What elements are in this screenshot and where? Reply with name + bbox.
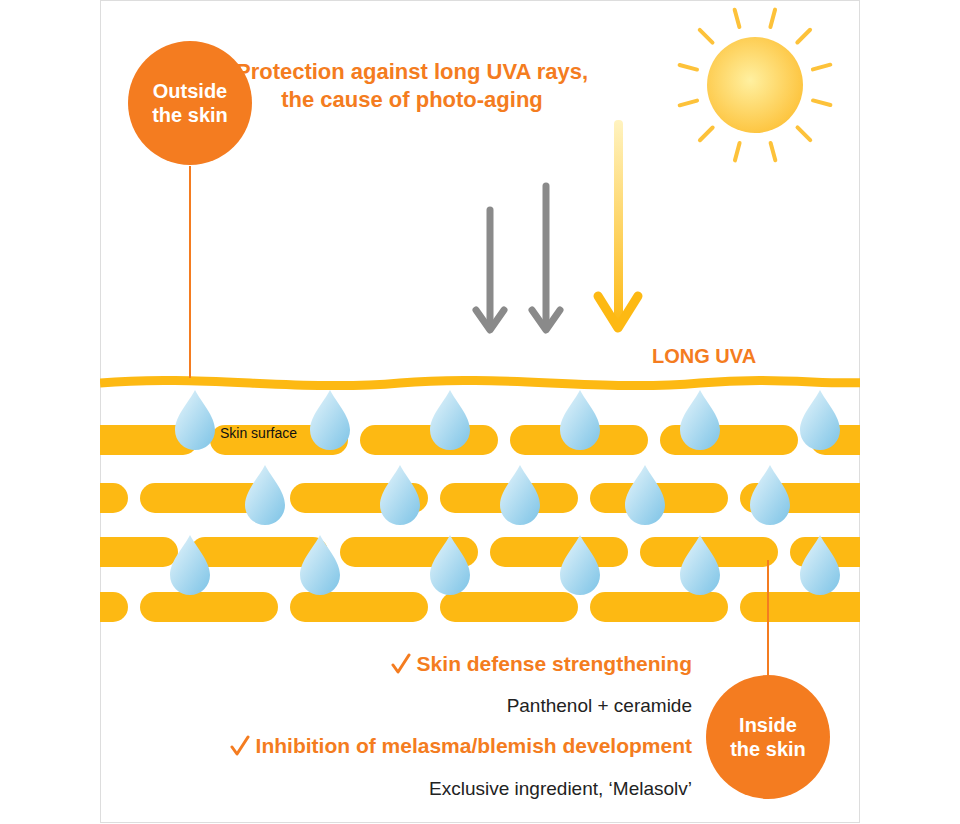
- surface-label: Skin surface: [220, 425, 960, 443]
- benefit-row: Inhibition of melasma/blemish developmen…: [230, 733, 692, 759]
- benefit-row: Skin defense strengthening: [391, 651, 692, 677]
- callout-circle: Inside the skin: [706, 675, 830, 799]
- ray-label: LONG UVA: [652, 344, 960, 369]
- benefit-heading: Skin defense strengthening: [417, 651, 692, 677]
- check-mark: [230, 735, 250, 757]
- skin-layers: [100, 380, 860, 622]
- callout-circle: Outside the skin: [128, 41, 252, 165]
- benefit-heading: Inhibition of melasma/blemish developmen…: [256, 733, 692, 759]
- check-mark: [391, 653, 411, 675]
- circle-label: Inside the skin: [725, 713, 811, 761]
- circle-label: Outside the skin: [147, 79, 233, 127]
- ingredient-text: Exclusive ingredient, ‘Melasolv’: [429, 777, 692, 801]
- frame: [101, 1, 860, 823]
- ingredient-text: Panthenol + ceramide: [507, 694, 692, 718]
- benefit-row: Exclusive ingredient, ‘Melasolv’: [429, 777, 692, 801]
- headline: Protection against long UVA rays, the ca…: [227, 58, 597, 113]
- sun: [680, 10, 831, 161]
- uva-arrows: [476, 120, 638, 330]
- leader-lines: [190, 166, 768, 675]
- benefit-row: Panthenol + ceramide: [507, 694, 692, 718]
